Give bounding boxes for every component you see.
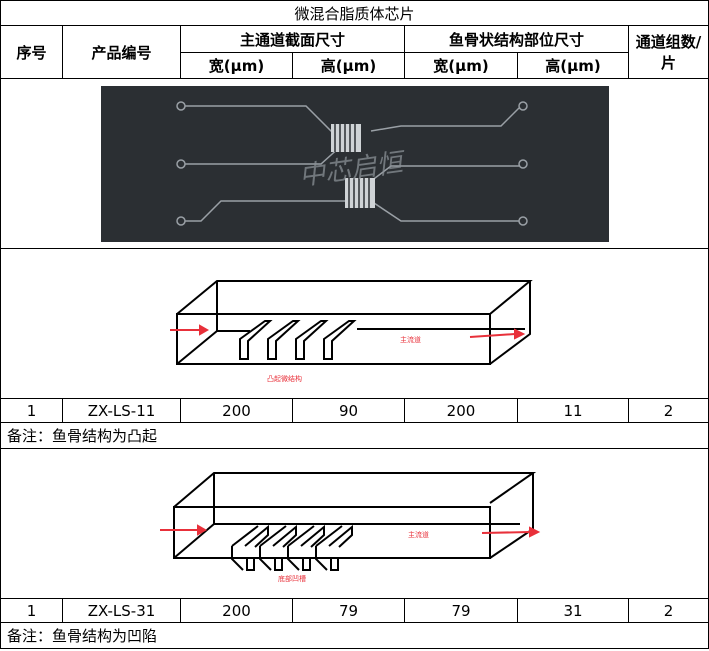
cell-main-width: 200 <box>180 398 293 423</box>
header-fb-width: 宽(μm) <box>404 52 518 79</box>
header-main-width: 宽(μm) <box>180 52 293 79</box>
header-product-code: 产品编号 <box>62 25 181 79</box>
diagram-raised: 主流道 凸起微结构 <box>169 279 533 383</box>
cell-fb-width: 200 <box>404 398 518 423</box>
chip-image-cell: 中芯启恒 <box>0 78 709 249</box>
chip-image: 中芯启恒 <box>100 85 609 242</box>
table-row: 1 ZX-LS-31 200 79 79 31 2 <box>0 598 709 623</box>
cell-fb-height: 31 <box>517 598 629 623</box>
cell-groups: 2 <box>627 598 709 623</box>
cell-main-width: 200 <box>180 598 293 623</box>
label-bottom-groove: 底部凹槽 <box>278 574 306 583</box>
header-fb-height: 高(μm) <box>517 52 629 79</box>
cell-main-height: 90 <box>292 398 405 423</box>
cell-fb-width: 79 <box>404 598 518 623</box>
cell-code: ZX-LS-31 <box>62 598 181 623</box>
label-main-channel: 主流道 <box>400 335 421 344</box>
note-row: 备注：鱼骨结构为凸起 <box>0 422 709 449</box>
diagram-cell-recessed: 主流道 底部凹槽 <box>0 448 709 599</box>
header-groups: 通道组数/片 <box>627 25 709 79</box>
header-index: 序号 <box>0 25 63 79</box>
header-fishbone: 鱼骨状结构部位尺寸 <box>404 25 629 53</box>
cell-index: 1 <box>0 398 63 423</box>
table-title: 微混合脂质体芯片 <box>0 0 709 26</box>
diagram-cell-raised: 主流道 凸起微结构 <box>0 248 709 399</box>
header-main-height: 高(μm) <box>292 52 405 79</box>
cell-index: 1 <box>0 598 63 623</box>
cell-fb-height: 11 <box>517 398 629 423</box>
diagram-recessed: 主流道 底部凹槽 <box>159 471 540 583</box>
table-row: 1 ZX-LS-11 200 90 200 11 2 <box>0 398 709 423</box>
label-raised-structure: 凸起微结构 <box>267 374 302 383</box>
header-main-channel: 主通道截面尺寸 <box>180 25 405 53</box>
cell-groups: 2 <box>627 398 709 423</box>
cell-code: ZX-LS-11 <box>62 398 181 423</box>
cell-main-height: 79 <box>292 598 405 623</box>
label-main-channel: 主流道 <box>408 530 429 539</box>
note-row: 备注：鱼骨结构为凹陷 <box>0 622 709 649</box>
